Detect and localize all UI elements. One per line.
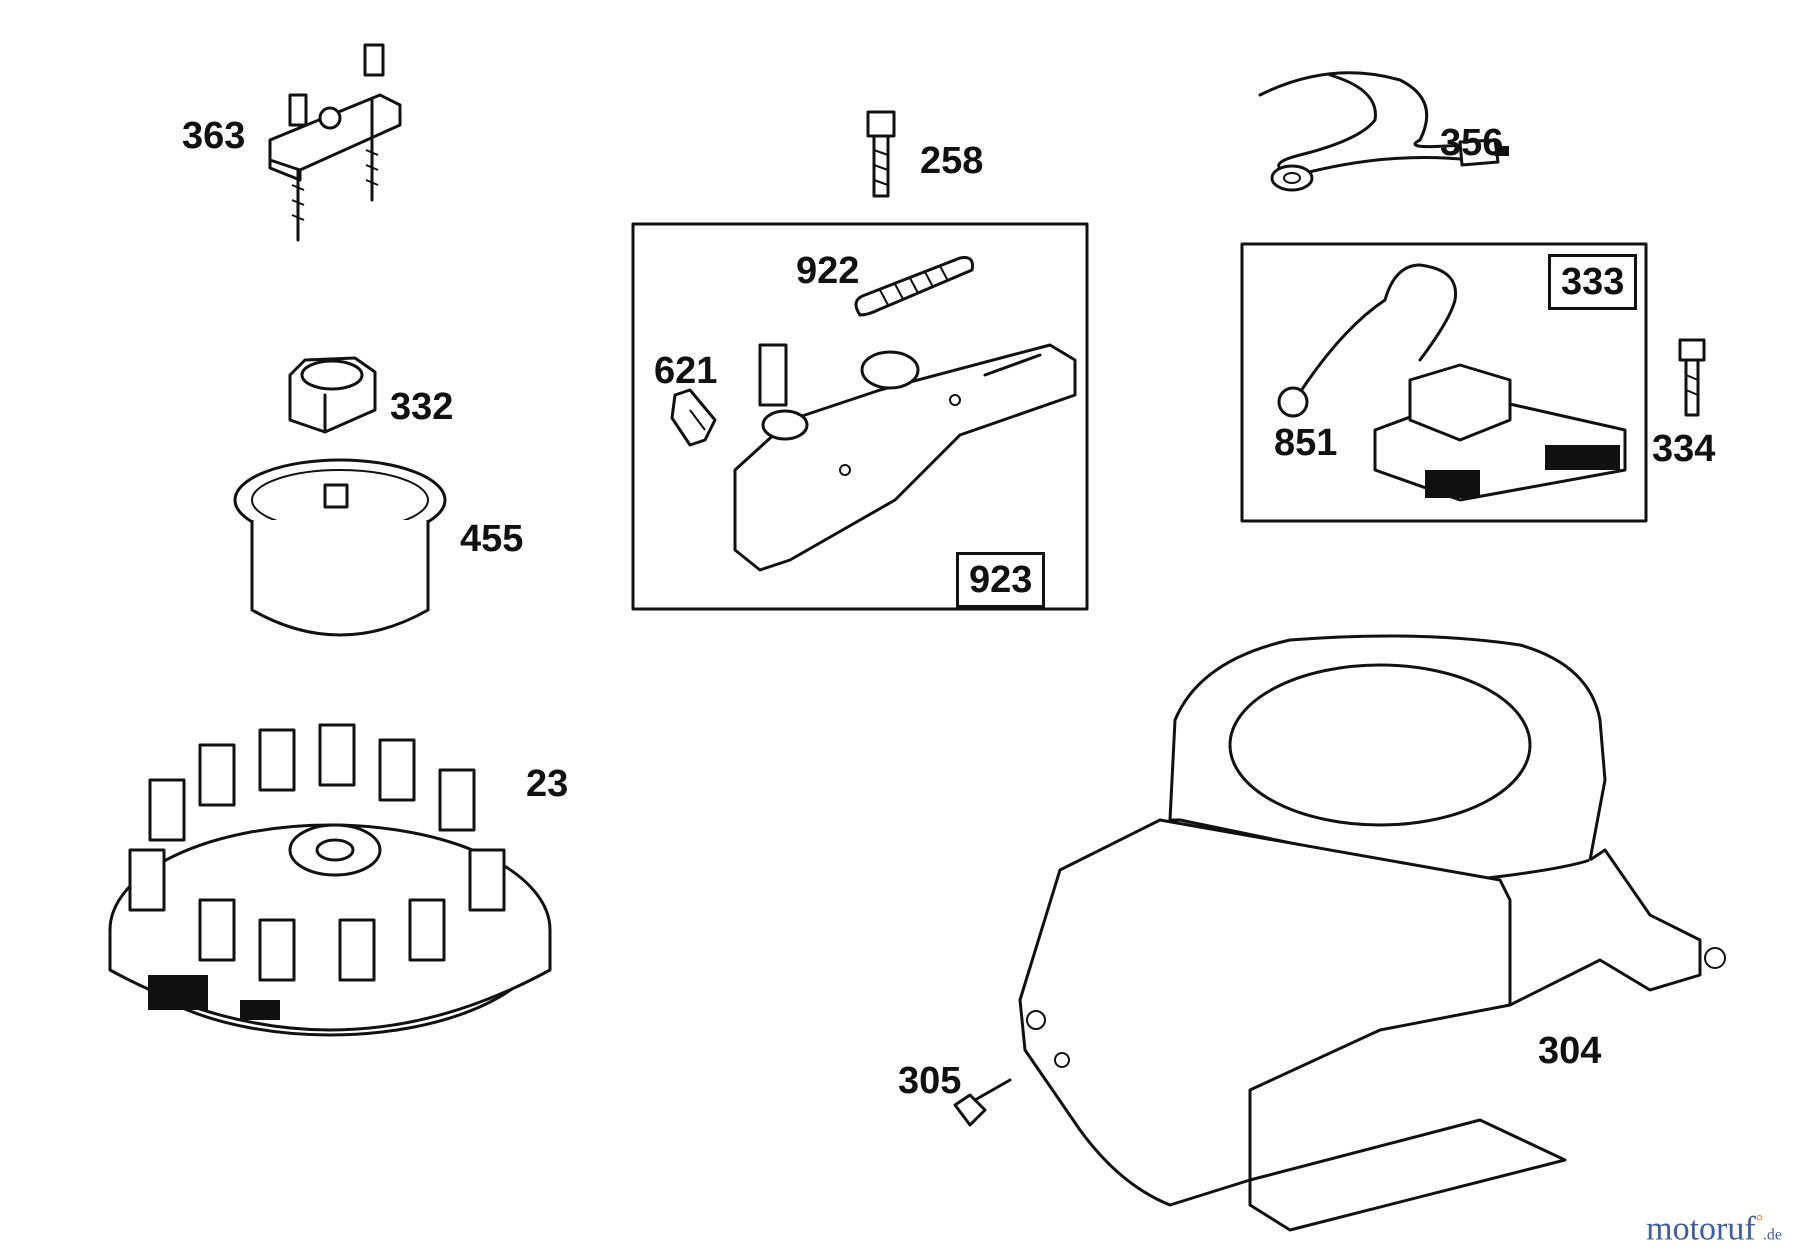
- part-label-923[interactable]: 923: [956, 552, 1046, 608]
- part-label-621[interactable]: 621: [654, 350, 718, 392]
- part-922-spring-drawing: [854, 256, 974, 317]
- part-label-851[interactable]: 851: [1274, 422, 1338, 464]
- part-621-clip-drawing: [670, 388, 717, 447]
- part-23-flywheel-drawing: [108, 723, 552, 1037]
- part-363-bracket-drawing: [268, 43, 402, 242]
- part-304-housing-drawing: [1018, 634, 1726, 1232]
- watermark-brand: motoruf: [1646, 1210, 1756, 1247]
- part-333-frame: [1240, 242, 1648, 523]
- part-label-305[interactable]: 305: [898, 1060, 962, 1102]
- part-333-coil-drawing: [1277, 263, 1627, 502]
- part-356-wire-drawing: [1258, 71, 1509, 192]
- control-bracket-drawing: [733, 343, 1077, 572]
- part-label-332[interactable]: 332: [390, 386, 454, 428]
- part-label-922[interactable]: 922: [796, 250, 860, 292]
- part-923-frame: [631, 222, 1089, 611]
- part-label-363[interactable]: 363: [182, 115, 246, 157]
- part-label-334[interactable]: 334: [1652, 428, 1716, 470]
- part-label-304[interactable]: 304: [1538, 1030, 1602, 1072]
- watermark-mark: °: [1755, 1210, 1763, 1231]
- part-label-333[interactable]: 333: [1548, 254, 1638, 310]
- part-334-screw-drawing: [1678, 338, 1706, 417]
- part-label-455[interactable]: 455: [460, 518, 524, 560]
- part-258-bolt-drawing: [866, 110, 896, 198]
- part-305-screw-drawing: [953, 1078, 1012, 1127]
- watermark-logo: motoruf°.de: [1646, 1212, 1782, 1246]
- watermark-tld: .de: [1762, 1226, 1782, 1243]
- part-label-23[interactable]: 23: [526, 763, 569, 805]
- part-label-356[interactable]: 356: [1440, 122, 1504, 164]
- part-label-258[interactable]: 258: [920, 140, 984, 182]
- part-455-cup-drawing: [233, 458, 447, 637]
- part-332-nut-drawing: [288, 356, 377, 434]
